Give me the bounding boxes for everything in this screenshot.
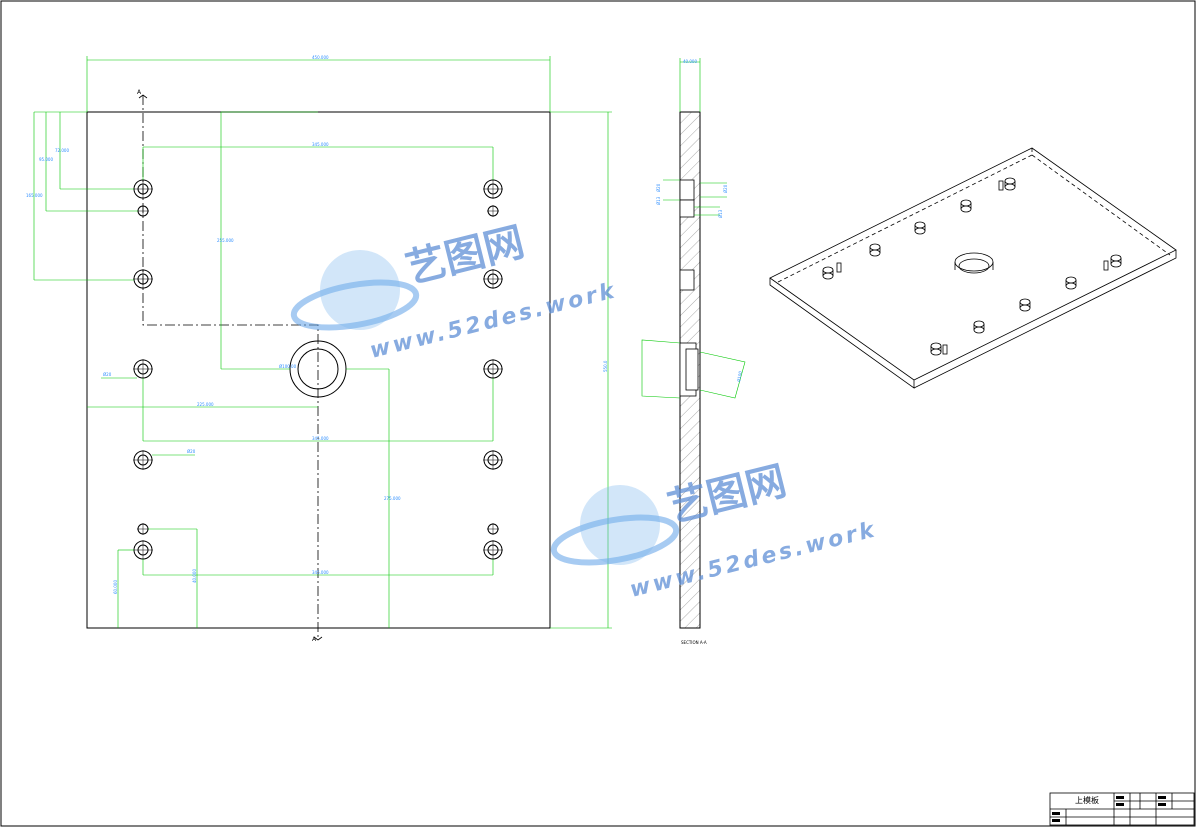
dim-hole-dia-1: Ø20 — [103, 372, 112, 377]
watermark-globe-icon — [550, 485, 680, 566]
dim-center-offset-y: 255.000 — [217, 238, 234, 243]
section-counterbore — [679, 179, 695, 201]
iso-hole — [914, 221, 926, 235]
iso-hole — [1110, 254, 1122, 268]
dim-hole-dia-2: Ø20 — [187, 449, 196, 454]
section-pinhole — [679, 199, 695, 218]
hole-cb — [133, 450, 153, 470]
iso-center-boss-side — [954, 262, 994, 270]
hole-cb — [483, 179, 503, 199]
dim-cb-3: Ø20 — [723, 184, 728, 193]
iso-center-boss — [954, 252, 994, 272]
watermark-globe-icon — [290, 250, 420, 331]
hole-pin — [137, 523, 149, 535]
dim-hole-span-top: 345.000 — [312, 142, 329, 147]
watermark-1: 艺图网 www.52des.work — [290, 219, 619, 364]
dim-boss-dia: Ø100 — [736, 370, 743, 382]
section-center-bore-inner — [685, 348, 699, 391]
iso-top-face — [769, 147, 1177, 381]
title-block-part-name: 上模板 — [1075, 795, 1099, 805]
iso-hole — [869, 243, 881, 257]
iso-hole — [1065, 276, 1077, 290]
section-view: 40.000 Ø20 Ø13 Ø20 Ø13 Ø100 SECTION A-A — [641, 58, 746, 645]
hole-cb — [483, 269, 503, 289]
iso-hole — [1004, 177, 1016, 191]
dim-lower-vertical: 275.000 — [384, 496, 401, 501]
dim-cb-4: Ø13 — [718, 209, 723, 218]
isometric-view — [769, 147, 1177, 389]
front-dimension-labels: 450.000 345.000 345.000 345.000 550.0 72… — [26, 55, 608, 594]
dim-cb-2: Ø13 — [656, 196, 661, 205]
dim-left-offset-1: 72.000 — [55, 148, 69, 153]
iso-hidden-edge — [1031, 148, 1171, 256]
iso-hole — [822, 266, 834, 280]
hole-pin — [487, 205, 499, 217]
dim-hole-span-middle: 345.000 — [312, 436, 329, 441]
title-block — [1049, 792, 1195, 826]
front-view: A A — [26, 55, 612, 643]
iso-pin — [836, 180, 1109, 355]
center-hole-inner — [297, 348, 339, 390]
plate-outline — [86, 111, 551, 629]
watermark-url: www.52des.work — [367, 278, 619, 364]
iso-right-face — [913, 250, 1177, 389]
hole-cb — [483, 359, 503, 379]
section-dimension-lines — [641, 58, 746, 399]
dim-cb-1: Ø20 — [656, 183, 661, 192]
dim-thickness: 40.000 — [683, 59, 697, 64]
section-arrow-bottom — [313, 636, 323, 641]
dim-overall-width: 450.000 — [312, 55, 329, 60]
hole-pin — [137, 205, 149, 217]
iso-hidden-edge — [777, 154, 1033, 283]
iso-center-boss-inner — [958, 258, 990, 274]
dim-bottom-left-2: 40.000 — [192, 569, 197, 583]
iso-hole — [960, 199, 972, 213]
hole-cb — [133, 540, 153, 560]
section-counterbore — [679, 269, 695, 291]
dim-left-offset-3: 165.000 — [26, 193, 43, 198]
iso-hole — [1019, 298, 1031, 312]
dim-left-offset-2: 95.000 — [39, 157, 53, 162]
iso-hole — [930, 342, 942, 356]
hole-cb — [133, 179, 153, 199]
hole-cb — [483, 450, 503, 470]
watermark-brand: 艺图网 — [401, 219, 529, 293]
front-dimension-lines — [33, 56, 612, 629]
hole-cb — [133, 359, 153, 379]
watermark-url: www.52des.work — [627, 517, 879, 603]
hole-cb — [483, 540, 503, 560]
dim-overall-height: 550.0 — [603, 360, 608, 372]
section-arrow-top — [138, 94, 148, 99]
title-block-marks — [1052, 796, 1166, 822]
dim-center-hole-dia: Ø100.00 — [279, 364, 297, 369]
section-marker-top: A — [137, 89, 142, 96]
hole-cb — [133, 269, 153, 289]
hole-pin — [487, 523, 499, 535]
dim-bottom-left-1: 60.000 — [113, 580, 118, 594]
dim-center-offset-x: 225.000 — [197, 402, 214, 407]
dim-hole-span-bottom: 345.000 — [312, 570, 329, 575]
iso-hole — [973, 320, 985, 334]
section-marker-bottom: A — [312, 636, 317, 643]
watermark-2: 艺图网 www.52des.work — [550, 458, 879, 603]
iso-holes — [822, 177, 1122, 356]
section-label: SECTION A-A — [681, 640, 707, 645]
iso-front-face — [769, 278, 915, 389]
